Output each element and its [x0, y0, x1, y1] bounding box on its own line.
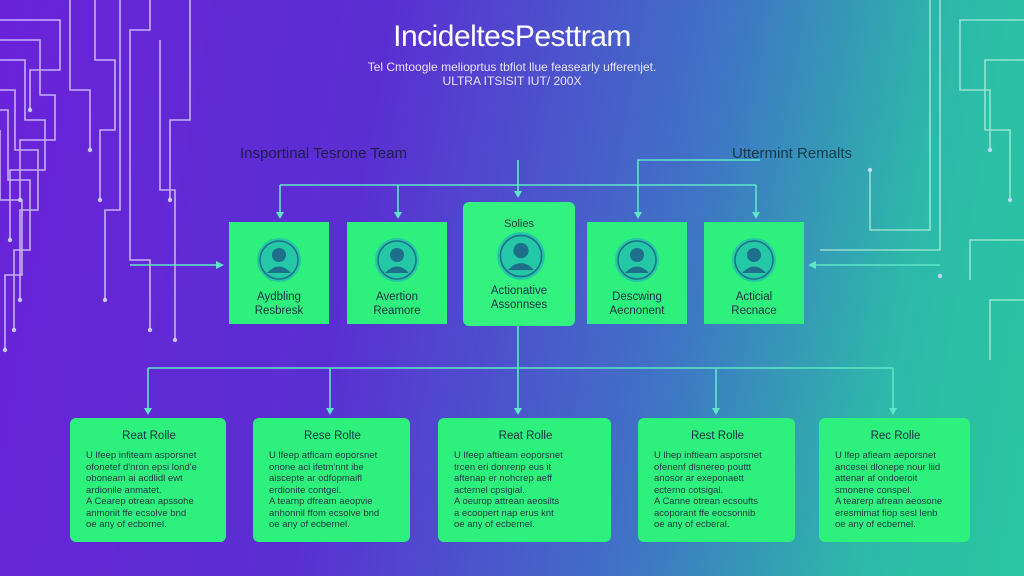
detail-title: Rese Rolte [304, 430, 361, 442]
detail-card: Rec Rolle U lfep afieam aeporsnet ancese… [819, 418, 970, 542]
user-icon [613, 236, 661, 284]
detail-card: Rest Rolle U lhep inftieam asporsnet ofe… [638, 418, 795, 542]
detail-card: Reat Rolle U lfeep aftieam eoporsnet trc… [438, 418, 611, 542]
user-icon [495, 230, 545, 280]
detail-text: U lfeep atficam eoporsnet onone aci ifet… [269, 450, 380, 530]
detail-text: U lfep afieam aeporsnet ancesei dlonepe … [835, 450, 943, 530]
detail-title: Rec Rolle [870, 430, 921, 442]
page-subtitle: Tel Cmtoogle melioprtus tbfiot llue feas… [367, 60, 657, 74]
detail-title: Rest Rolle [690, 430, 745, 442]
page-title: IncideltesPesttram [393, 20, 631, 53]
bottom-drop-connectors [147, 368, 894, 408]
detail-text: U lfeep aftieam eoporsnet trcen eri donr… [454, 450, 563, 530]
detail-card: Reat Rolle U lfeep infiteam asporsnet of… [70, 418, 226, 542]
detail-text: U lhep inftieam asporsnet ofenenf dlsner… [654, 450, 762, 530]
user-icon [255, 236, 303, 284]
user-icon [373, 236, 421, 284]
left-branch-connector [279, 184, 518, 212]
role-tag: Solies [504, 218, 534, 230]
user-icon [730, 236, 778, 284]
detail-text: U lfeep infiteam asporsnet ofonetef d'nr… [86, 450, 197, 530]
right-section-label: Uttermint Remalts [732, 145, 853, 162]
page-subtitle-secondary: ULTRA ITSISIT IUT/ 200X [442, 74, 582, 88]
detail-title: Reat Rolle [498, 430, 553, 442]
left-section-label: Insportinal Tesrone Team [240, 145, 408, 162]
bottom-trunk-connector [148, 326, 893, 369]
right-branch-connector [518, 159, 760, 212]
detail-card: Rese Rolte U lfeep atficam eoporsnet ono… [253, 418, 410, 542]
detail-title: Reat Rolle [122, 430, 176, 442]
